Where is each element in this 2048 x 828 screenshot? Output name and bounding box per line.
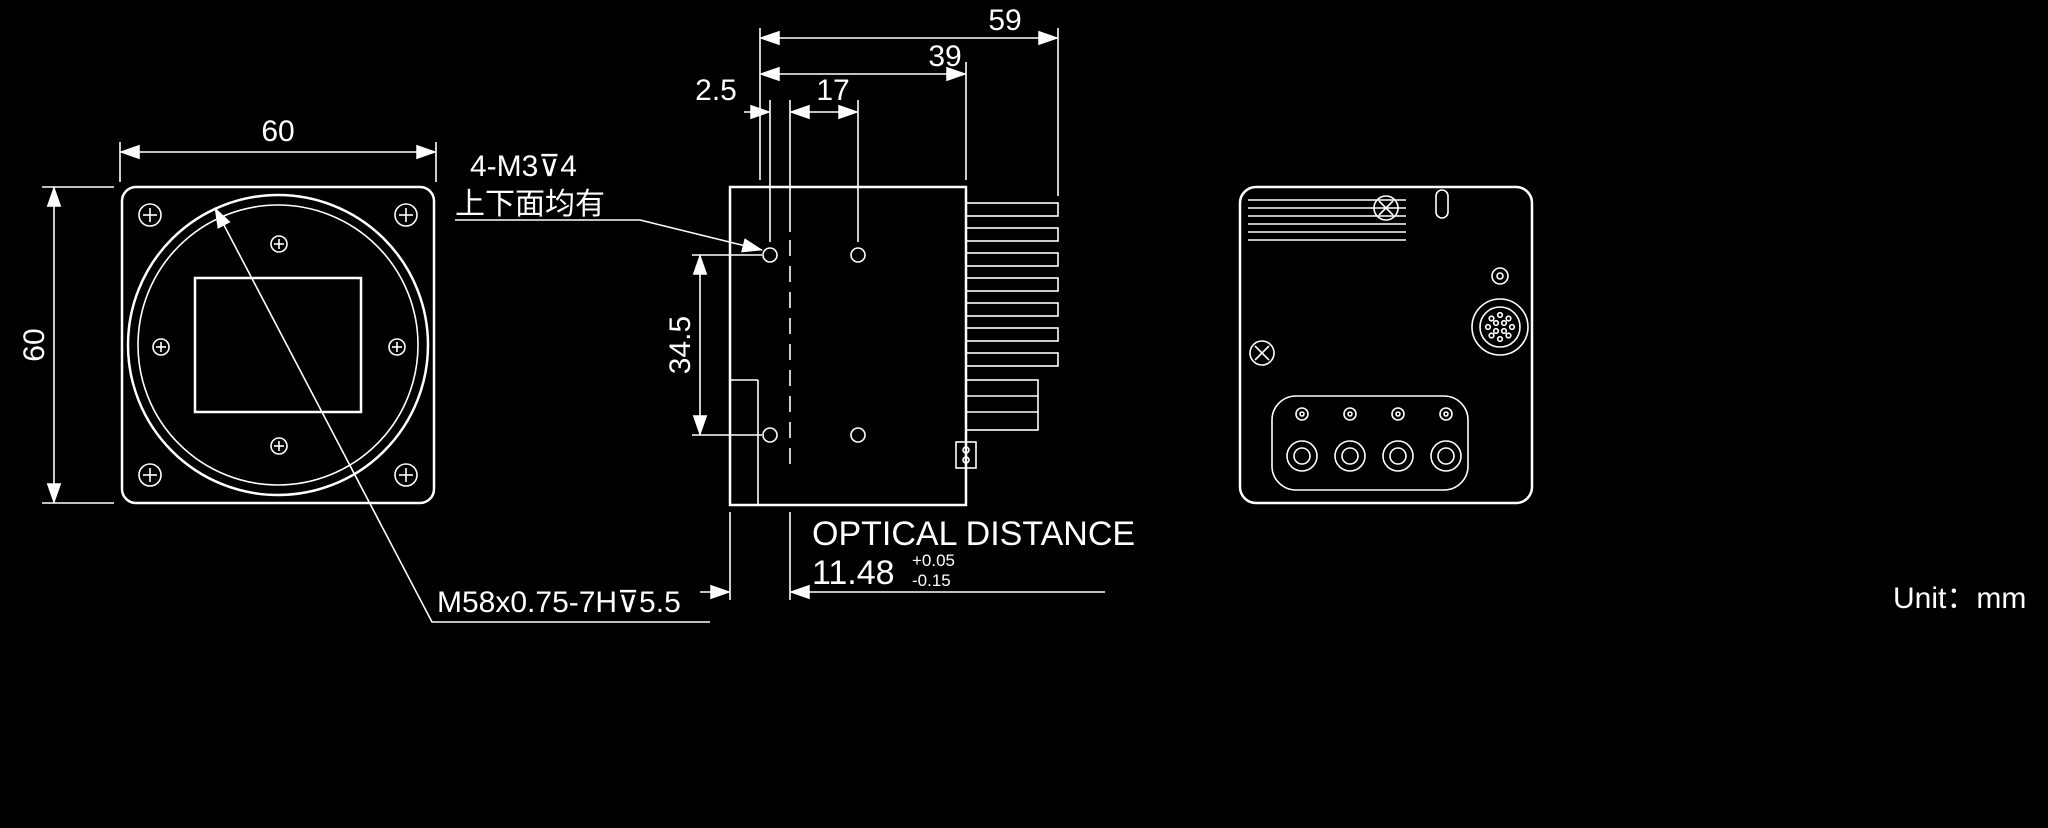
- mount-holes-label: 4-M3⊽4: [470, 150, 577, 183]
- front-mount-holes: [152, 235, 406, 455]
- sensor-window: [193, 276, 363, 414]
- rear-screws: [1249, 195, 1399, 366]
- front-height-dimension: 60: [18, 185, 114, 505]
- unit-note: Unit：mm: [1893, 582, 2026, 615]
- side-mount-holes: [762, 247, 866, 443]
- side-body-depth-value: 39: [928, 40, 961, 73]
- optical-distance-value: 11.48: [812, 554, 895, 592]
- side-body-outline: [728, 185, 968, 507]
- mount-holes-callout: 4-M3⊽4 上下面均有: [455, 150, 764, 253]
- lens-thread-label: M58x0.75-7H⊽5.5: [437, 586, 681, 619]
- side-hole-position-dimensions: 2.5 17: [695, 74, 860, 242]
- side-depth-total-value: 59: [988, 4, 1021, 37]
- lens-thread-leader: [214, 207, 710, 623]
- optical-distance-dimension: OPTICAL DISTANCE 11.48 +0.05 -0.15: [700, 512, 1135, 600]
- side-hole-vertical-dimension: 34.5: [664, 253, 762, 437]
- rear-view: [1238, 185, 1534, 505]
- lens-thread-callout: M58x0.75-7H⊽5.5: [214, 207, 710, 623]
- side-bottom-detail: [955, 441, 977, 469]
- front-view: 60 60: [18, 115, 438, 505]
- front-corner-screws: [138, 203, 418, 487]
- rear-top-slot: [1435, 189, 1449, 219]
- power-io-connector: [1471, 298, 1529, 356]
- side-body-depth-dimension: 39: [758, 40, 968, 180]
- lens-mount-outer-ring: [126, 193, 430, 497]
- rear-body-outline: [1238, 185, 1534, 505]
- front-width-value: 60: [261, 115, 294, 148]
- optical-distance-tol-lower: -0.15: [912, 571, 951, 590]
- rear-bottom-panel: [1271, 395, 1469, 491]
- heatsink-fins: [965, 202, 1059, 431]
- mount-holes-note: 上下面均有: [455, 188, 605, 221]
- mount-holes-leader: [455, 219, 764, 253]
- optical-distance-tol-upper: +0.05: [912, 551, 955, 570]
- rear-heatsink-lines: [1248, 199, 1406, 241]
- front-body-outline: [120, 185, 436, 505]
- front-width-dimension: 60: [118, 115, 438, 182]
- side-hole-spacing-value: 17: [816, 74, 849, 107]
- side-offset-value: 2.5: [695, 74, 737, 107]
- side-view: 59 39 2.5 17 34.5 4-M3⊽4 上下: [214, 4, 1135, 623]
- front-height-value: 60: [18, 328, 51, 361]
- optical-distance-label: OPTICAL DISTANCE: [812, 515, 1135, 553]
- side-hole-vertical-value: 34.5: [664, 316, 697, 374]
- lens-mount-inner-ring: [137, 204, 419, 486]
- rear-small-hole: [1491, 267, 1509, 285]
- side-depth-total-dimension: 59: [758, 4, 1060, 196]
